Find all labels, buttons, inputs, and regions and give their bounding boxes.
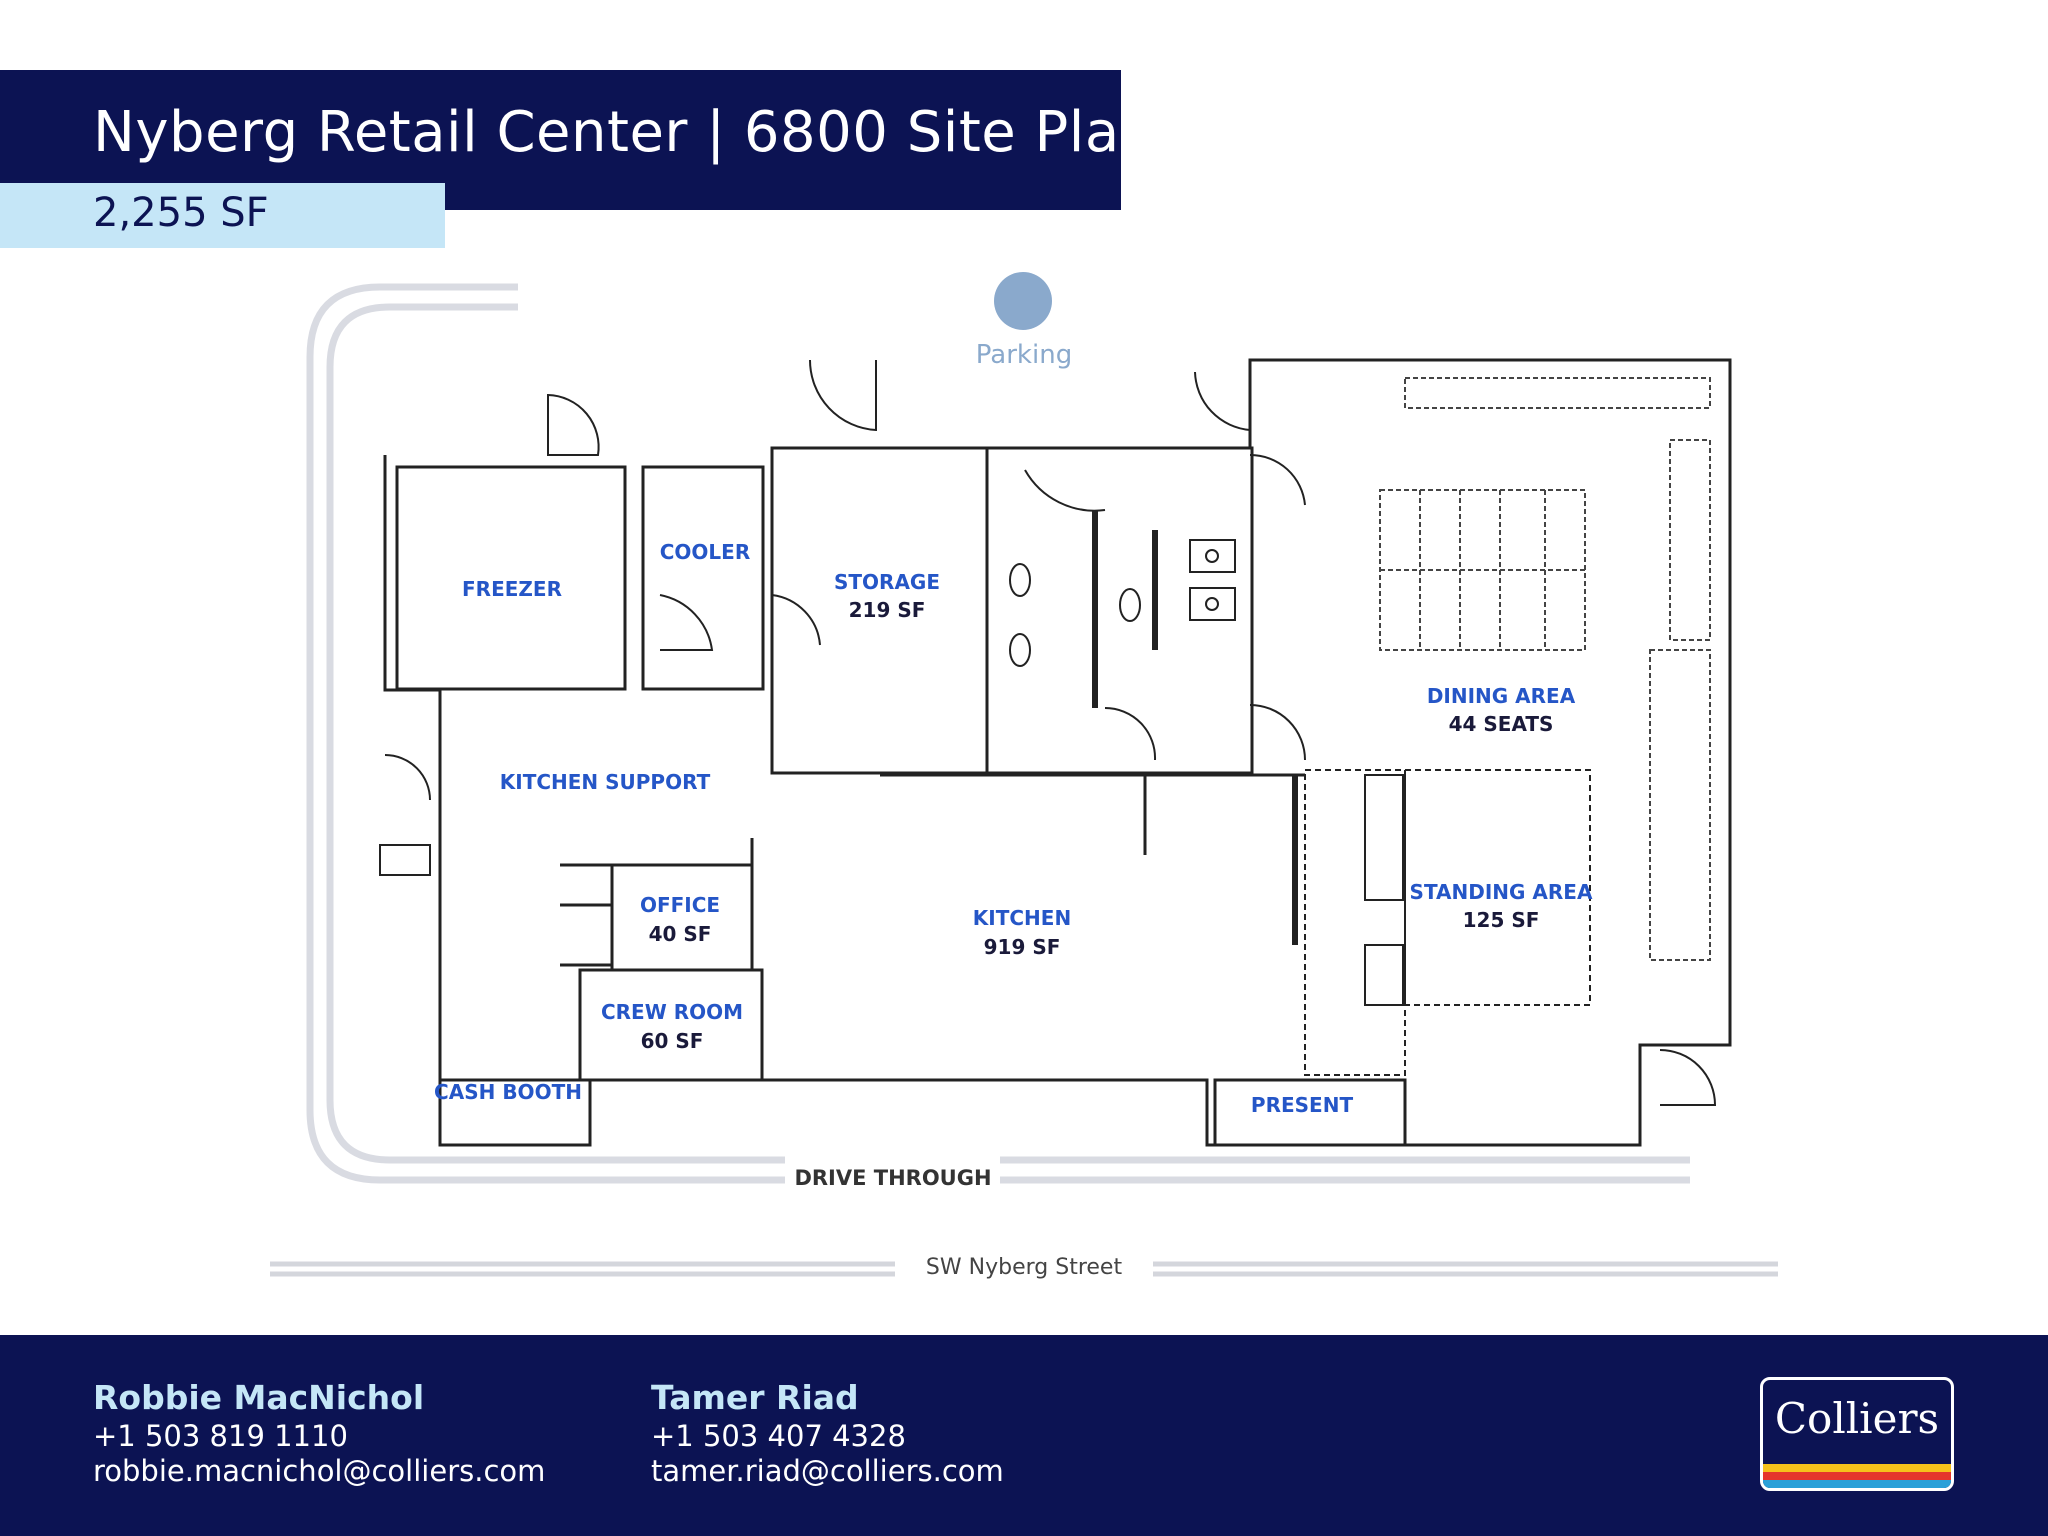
drive-through-label: DRIVE THROUGH: [794, 1166, 992, 1190]
logo-text: Colliers: [1774, 1394, 1940, 1443]
room-office-area: 40 SF: [648, 922, 712, 946]
footer: [0, 1335, 2048, 1536]
freezer-walls: [395, 465, 627, 691]
crew-room-walls: [578, 968, 764, 1082]
room-cooler-label: COOLER: [659, 540, 751, 564]
contact-phone: +1 503 407 4328: [651, 1419, 906, 1453]
room-freezer-label: FREEZER: [462, 577, 562, 601]
room-crew-room-label: CREW ROOM: [600, 1000, 744, 1024]
cash-booth-walls: [438, 1078, 592, 1147]
room-dining-label: DINING AREA: [1426, 684, 1576, 708]
room-dining-seats: 44 SEATS: [1448, 712, 1554, 736]
building-outline: [383, 358, 1732, 1147]
room-kitchen-area: 919 SF: [983, 935, 1061, 959]
restroom-walls: [985, 446, 1254, 775]
dining-tables: [1379, 377, 1711, 961]
contact-phone: +1 503 819 1110: [93, 1419, 348, 1453]
kitchen-equipment: [379, 774, 1404, 1006]
contact-email[interactable]: tamer.riad@colliers.com: [651, 1454, 1004, 1488]
room-cash-booth-label: CASH BOOTH: [434, 1080, 582, 1104]
parking-label: Parking: [975, 340, 1073, 370]
page-title: Nyberg Retail Center | 6800 Site Plan: [93, 100, 1156, 165]
logo-stripes: [1763, 1464, 1951, 1488]
door-swings: [384, 359, 1717, 1106]
contact-card: Tamer Riad +1 503 407 4328 tamer.riad@co…: [651, 1378, 1004, 1489]
cooler-walls: [641, 465, 765, 691]
drive-through-lane: [306, 283, 1690, 1184]
room-storage-area: 219 SF: [848, 598, 926, 622]
street-lines: [270, 1261, 1778, 1277]
contact-card: Robbie MacNichol +1 503 819 1110 robbie.…: [93, 1378, 545, 1489]
room-present-label: PRESENT: [1250, 1093, 1354, 1117]
restroom-fixtures: [1009, 539, 1236, 667]
car-icon: [994, 272, 1052, 330]
contact-name: Tamer Riad: [651, 1378, 859, 1417]
office-walls: [610, 863, 754, 972]
street-label: SW Nyberg Street: [925, 1255, 1123, 1280]
contact-name: Robbie MacNichol: [93, 1378, 425, 1417]
contact-email[interactable]: robbie.macnichol@colliers.com: [93, 1454, 546, 1488]
room-office-label: OFFICE: [639, 893, 721, 917]
present-walls: [1213, 1078, 1407, 1147]
total-area: 2,255 SF: [93, 190, 269, 236]
room-storage-label: STORAGE: [833, 570, 941, 594]
standing-area-outline: [1404, 769, 1591, 1006]
area-bar: [0, 183, 445, 248]
room-standing-label: STANDING AREA: [1409, 880, 1593, 904]
colliers-logo: Colliers: [1760, 1377, 1954, 1491]
room-crew-room-area: 60 SF: [640, 1029, 704, 1053]
room-standing-area: 125 SF: [1462, 908, 1540, 932]
room-kitchen-support-label: KITCHEN SUPPORT: [499, 770, 711, 794]
room-kitchen-label: KITCHEN: [972, 906, 1072, 930]
floor-plan: [270, 283, 1778, 1277]
